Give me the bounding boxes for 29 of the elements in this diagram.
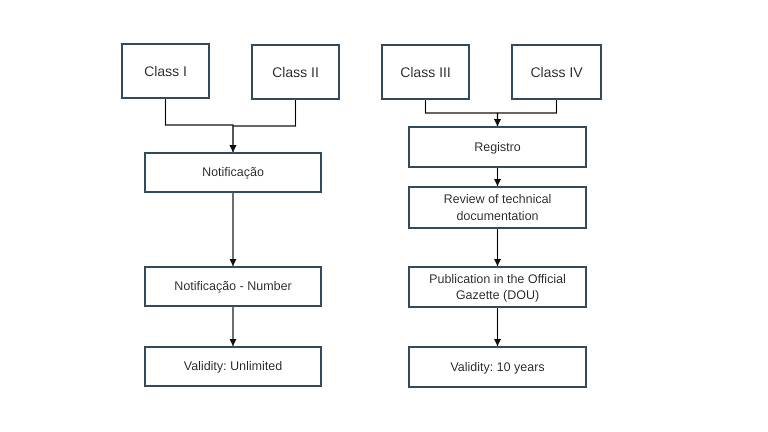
process-box bbox=[121, 43, 210, 99]
arrow bbox=[494, 168, 502, 186]
process-box bbox=[408, 346, 587, 388]
box-label: Validity: 10 years bbox=[450, 358, 545, 376]
box-label: Notificação bbox=[202, 164, 264, 181]
process-box bbox=[251, 44, 340, 100]
process-box bbox=[511, 44, 602, 100]
process-box bbox=[144, 152, 322, 193]
box-label: Notificação - Number bbox=[174, 278, 292, 295]
box-label: Class III bbox=[400, 62, 451, 82]
process-box bbox=[381, 44, 470, 100]
process-box bbox=[408, 126, 587, 168]
box-label: Validity: Unlimited bbox=[184, 358, 282, 375]
arrow bbox=[494, 229, 502, 266]
arrow bbox=[229, 193, 237, 266]
arrow bbox=[494, 100, 558, 126]
arrow bbox=[229, 307, 237, 346]
arrow bbox=[494, 308, 502, 346]
process-box bbox=[144, 346, 322, 387]
box-label: Review of technical documentation bbox=[442, 191, 552, 224]
box-label: Class I bbox=[144, 62, 187, 80]
box-label: Class IV bbox=[530, 62, 583, 82]
box-label: Class II bbox=[272, 62, 319, 82]
arrow bbox=[229, 100, 296, 152]
process-box bbox=[144, 266, 322, 307]
process-box bbox=[408, 266, 587, 308]
process-box bbox=[408, 186, 587, 229]
box-label: Publication in the Official Gazette (DOU) bbox=[428, 270, 567, 304]
box-label: Registro bbox=[474, 138, 521, 156]
